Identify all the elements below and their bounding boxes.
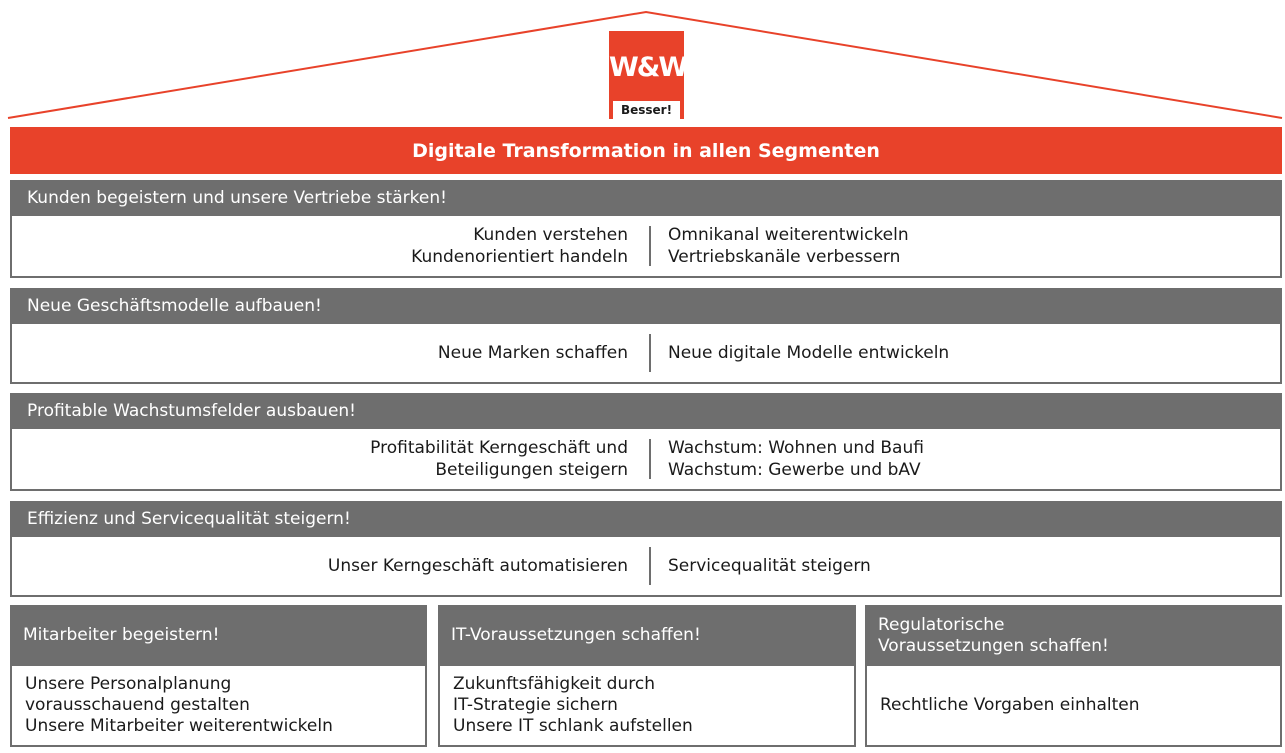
pillar-left-column: Kunden verstehen Kundenorientiert handel… [12, 216, 628, 276]
foundation-item: IT-Strategie sichern [453, 695, 618, 715]
pillar-item: Unser Kerngeschäft automatisieren [327, 556, 628, 576]
column-divider [649, 547, 651, 585]
foundation-body: Unsere Personalplanung vorausschauend ge… [10, 666, 427, 747]
pillar-item: Neue Marken schaffen [437, 343, 628, 363]
pillar-item: Kunden verstehen [473, 225, 628, 245]
foundation-item: Rechtliche Vorgaben einhalten [880, 695, 1140, 715]
roof-outline [7, 10, 1283, 119]
foundation-heading-line: Mitarbeiter begeistern! [23, 625, 220, 645]
foundation-item: Unsere Personalplanung [25, 674, 232, 694]
pillar-item: Profitabilität Kerngeschäft und [370, 438, 628, 458]
ww-logo: W&W Besser! [609, 31, 688, 119]
pillar-heading: Neue Geschäftsmodelle aufbauen! [10, 288, 1282, 324]
foundation-item: Unsere Mitarbeiter weiterentwickeln [25, 716, 333, 736]
foundation-employees: Mitarbeiter begeistern! Unsere Personalp… [10, 605, 427, 747]
column-divider [649, 334, 651, 372]
foundation-heading-line: IT-Voraussetzungen schaffen! [451, 625, 701, 645]
foundation-item: vorausschauend gestalten [25, 695, 250, 715]
pillar-item: Wachstum: Wohnen und Baufi [668, 438, 924, 458]
pillar-business-models: Neue Geschäftsmodelle aufbauen! Neue Mar… [10, 288, 1282, 384]
foundation-body: Zukunftsfähigkeit durch IT-Strategie sic… [438, 666, 856, 747]
pillar-body: Profitabilität Kerngeschäft und Beteilig… [10, 429, 1282, 491]
pillar-right-column: Servicequalität steigern [668, 537, 1280, 595]
pillar-item: Beteiligungen steigern [435, 460, 628, 480]
pillar-body: Kunden verstehen Kundenorientiert handel… [10, 216, 1282, 278]
column-divider [649, 439, 651, 479]
pillar-heading: Kunden begeistern und unsere Vertriebe s… [10, 180, 1282, 216]
pillar-left-column: Unser Kerngeschäft automatisieren [12, 537, 628, 595]
pillar-heading: Profitable Wachstumsfelder ausbauen! [10, 393, 1282, 429]
foundation-heading: Regulatorische Voraussetzungen schaffen! [865, 605, 1282, 666]
pillar-right-column: Wachstum: Wohnen und Baufi Wachstum: Gew… [668, 429, 1280, 489]
pillar-left-column: Neue Marken schaffen [12, 324, 628, 382]
logo-mark: W&W [609, 52, 688, 83]
pillar-heading: Effizienz und Servicequalität steigern! [10, 501, 1282, 537]
pillar-body: Neue Marken schaffen Neue digitale Model… [10, 324, 1282, 384]
foundation-body: Rechtliche Vorgaben einhalten [865, 666, 1282, 747]
foundation-heading-line: Regulatorische [878, 614, 1005, 635]
foundation-heading: IT-Voraussetzungen schaffen! [438, 605, 856, 666]
foundation-heading: Mitarbeiter begeistern! [10, 605, 427, 666]
foundation-regulatory: Regulatorische Voraussetzungen schaffen!… [865, 605, 1282, 747]
pillar-item: Omnikanal weiterentwickeln [668, 225, 909, 245]
pillar-item: Vertriebskanäle verbessern [668, 247, 901, 267]
pillar-item: Wachstum: Gewerbe und bAV [668, 460, 921, 480]
pillar-item: Servicequalität steigern [668, 556, 871, 576]
pillar-right-column: Omnikanal weiterentwickeln Vertriebskanä… [668, 216, 1280, 276]
pillar-customers: Kunden begeistern und unsere Vertriebe s… [10, 180, 1282, 278]
pillar-item: Neue digitale Modelle entwickeln [668, 343, 950, 363]
transformation-banner: Digitale Transformation in allen Segment… [10, 127, 1282, 174]
pillar-right-column: Neue digitale Modelle entwickeln [668, 324, 1280, 382]
pillar-left-column: Profitabilität Kerngeschäft und Beteilig… [12, 429, 628, 489]
pillar-body: Unser Kerngeschäft automatisieren Servic… [10, 537, 1282, 597]
pillar-item: Kundenorientiert handeln [411, 247, 628, 267]
column-divider [649, 226, 651, 266]
foundation-item: Unsere IT schlank aufstellen [453, 716, 693, 736]
foundation-heading-line: Voraussetzungen schaffen! [878, 635, 1109, 656]
foundation-it: IT-Voraussetzungen schaffen! Zukunftsfäh… [438, 605, 856, 747]
pillar-efficiency: Effizienz und Servicequalität steigern! … [10, 501, 1282, 597]
logo-tagline: Besser! [613, 101, 680, 119]
pillar-growth: Profitable Wachstumsfelder ausbauen! Pro… [10, 393, 1282, 491]
foundation-item: Zukunftsfähigkeit durch [453, 674, 655, 694]
